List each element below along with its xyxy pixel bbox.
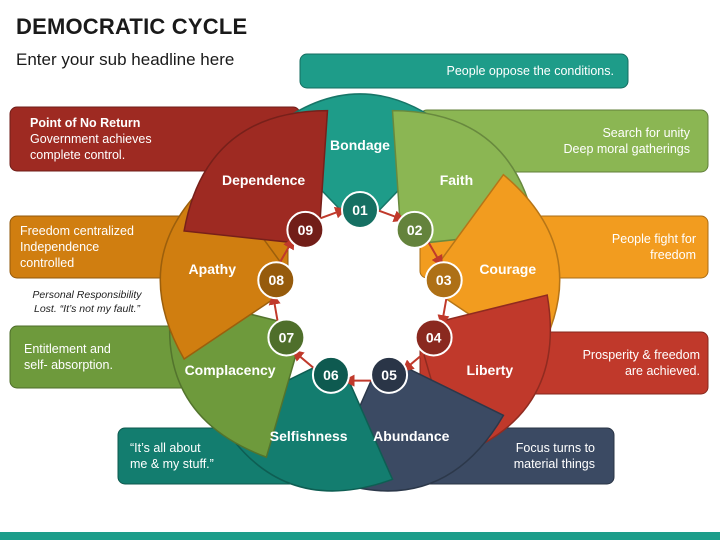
stage-name-courage: Courage <box>479 261 536 277</box>
page-subtitle: Enter your sub headline here <box>16 50 235 69</box>
description-text-02-2: Deep moral gatherings <box>564 142 690 156</box>
badge-number-07: 07 <box>279 330 295 346</box>
stage-name-bondage: Bondage <box>330 137 390 153</box>
description-text-04-2: are achieved. <box>625 364 700 378</box>
badge-number-02: 02 <box>407 222 423 238</box>
note-line-1: Personal Responsibility <box>32 289 142 301</box>
cycle-arrows <box>268 206 450 387</box>
description-text-08-1: Freedom centralized <box>20 224 134 238</box>
description-text-02-1: Search for unity <box>602 126 690 140</box>
badge-06 <box>311 355 350 394</box>
description-text-08-3: controlled <box>20 256 74 270</box>
description-text-09-2: Government achieves <box>30 132 152 146</box>
arrow-02 <box>425 238 443 268</box>
stage-name-abundance: Abundance <box>373 428 449 444</box>
description-text-03-2: freedom <box>650 248 696 262</box>
badge-08 <box>257 261 296 300</box>
description-text-01-1: People oppose the conditions. <box>447 64 615 78</box>
description-box-01 <box>299 53 629 89</box>
petals <box>159 93 561 492</box>
description-text-07-1: Entitlement and <box>24 342 111 356</box>
badge-05 <box>370 355 409 394</box>
description-text-06-2: me & my stuff.” <box>130 457 214 471</box>
stage-name-dependence: Dependence <box>222 172 305 188</box>
badge-number-04: 04 <box>426 330 442 346</box>
arrow-04 <box>401 350 428 372</box>
badge-04 <box>414 318 453 357</box>
badge-number-06: 06 <box>323 367 339 383</box>
badge-09 <box>286 210 325 249</box>
stage-name-liberty: Liberty <box>467 362 514 378</box>
badge-number-09: 09 <box>298 222 314 238</box>
description-text-08-2: Independence <box>20 240 99 254</box>
arrow-07 <box>268 292 281 325</box>
badge-01 <box>341 191 379 229</box>
stage-name-faith: Faith <box>440 172 473 188</box>
badge-07 <box>267 318 306 357</box>
stage-name-complacency: Complacency <box>185 362 276 378</box>
description-text-05-1: Focus turns to <box>516 441 595 455</box>
badge-02 <box>395 210 434 249</box>
petal-dependence <box>183 109 329 244</box>
description-text-09-1: Point of No Return <box>30 116 140 130</box>
description-text-05-2: material things <box>514 457 595 471</box>
arrow-03 <box>437 294 450 328</box>
arrow-08 <box>277 236 295 266</box>
description-text-04-1: Prosperity & freedom <box>583 348 700 362</box>
badge-number-05: 05 <box>381 367 397 383</box>
arrow-01 <box>374 208 406 223</box>
arrow-06 <box>291 349 318 372</box>
stage-name-selfishness: Selfishness <box>270 428 348 444</box>
number-badges: 01 02 03 04 05 06 07 08 09 <box>257 191 463 394</box>
arrow-09 <box>316 206 348 221</box>
description-text-09-3: complete control. <box>30 148 125 162</box>
page-title: DEMOCRATIC CYCLE <box>16 14 248 39</box>
badge-number-08: 08 <box>269 272 285 288</box>
badge-number-03: 03 <box>436 272 452 288</box>
responsibility-note: Personal Responsibility Lost. “It’s not … <box>22 289 152 316</box>
description-text-07-2: self- absorption. <box>24 358 113 372</box>
description-text-03-1: People fight for <box>612 232 696 246</box>
badge-03 <box>424 261 463 300</box>
badge-number-01: 01 <box>352 202 368 218</box>
stage-name-apathy: Apathy <box>189 261 237 277</box>
bottom-accent-bar <box>0 532 720 540</box>
description-text-06-1: “It’s all about <box>130 441 201 455</box>
note-line-2: Lost. “It’s not my fault.” <box>33 302 140 315</box>
